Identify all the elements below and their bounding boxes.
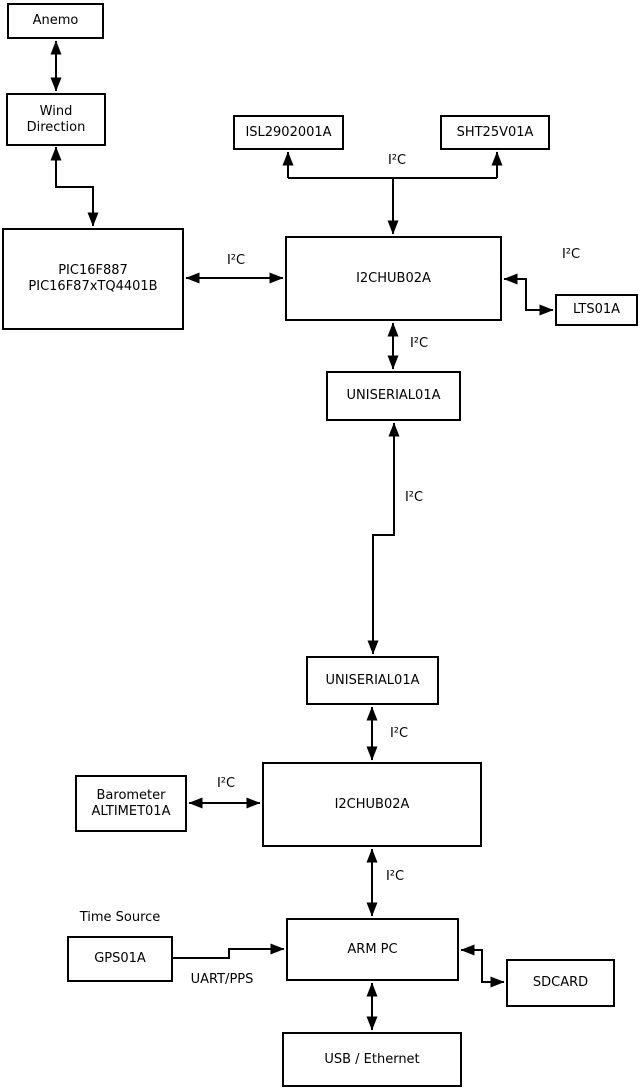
edge-label-i2c-sensors-bus: I²C (387, 153, 407, 168)
node-uniserial01a-2: UNISERIAL01A (306, 656, 439, 705)
node-sdcard: SDCARD (506, 959, 615, 1007)
edge-label-i2c-hub1-uniserial1: I²C (409, 336, 429, 351)
connector-uniserial1-uniserial2 (367, 422, 400, 655)
node-anemo-label: Anemo (32, 13, 79, 28)
node-gps01a: GPS01A (67, 936, 173, 982)
edge-label-i2c-hub1-lts: I²C (561, 247, 581, 262)
node-lts01a: LTS01A (555, 294, 638, 326)
node-arm-pc: ARM PC (286, 918, 459, 981)
node-sdcard-label: SDCARD (532, 975, 589, 990)
node-sht25v01a-label: SHT25V01A (456, 124, 534, 140)
edge-label-i2c-pic-hub1: I²C (226, 253, 246, 268)
node-i2chub02a-2-label: I2CHUB02A (334, 796, 410, 812)
node-lts01a-label: LTS01A (572, 302, 621, 317)
node-wind-direction-label-line2: Direction (26, 119, 86, 135)
connector-armpc-sdcard (460, 944, 505, 988)
edge-label-i2c-barometer-hub2: I²C (216, 776, 236, 791)
node-wind-direction: Wind Direction (6, 93, 106, 146)
node-wind-direction-label-line1: Wind (39, 103, 73, 119)
connector-gps-armpc (173, 943, 285, 959)
connector-i2chub1-lts (503, 273, 554, 316)
node-isl2902001a: ISL2902001A (233, 115, 344, 150)
edge-label-i2c-uniserial1-uniserial2: I²C (404, 490, 424, 505)
node-uniserial01a-1-label: UNISERIAL01A (346, 388, 441, 403)
node-pic16f887-label-line2: PIC16F87xTQ4401B (28, 279, 158, 294)
caption-time-source: Time Source (79, 910, 161, 925)
node-sht25v01a: SHT25V01A (440, 115, 550, 150)
edge-label-uart-pps: UART/PPS (190, 972, 254, 987)
node-gps01a-label: GPS01A (94, 951, 146, 966)
node-arm-pc-label: ARM PC (347, 941, 398, 957)
node-uniserial01a-1: UNISERIAL01A (326, 371, 461, 421)
edge-label-i2c-uniserial2-hub2: I²C (389, 726, 409, 741)
connector-i2chub1-sensors (282, 151, 503, 235)
node-isl2902001a-label: ISL2902001A (245, 124, 332, 140)
node-anemo: Anemo (7, 3, 104, 39)
node-usb-ethernet-label: USB / Ethernet (324, 1051, 420, 1067)
node-i2chub02a-1: I2CHUB02A (285, 236, 502, 321)
node-pic16f887-label-line1: PIC16F887 (58, 263, 128, 278)
node-i2chub02a-2: I2CHUB02A (262, 762, 482, 847)
node-usb-ethernet: USB / Ethernet (282, 1032, 462, 1087)
node-barometer-altimet01a: Barometer ALTIMET01A (75, 775, 187, 832)
node-barometer-label-line1: Barometer (96, 787, 166, 803)
edge-label-i2c-hub2-armpc: I²C (385, 869, 405, 884)
node-uniserial01a-2-label: UNISERIAL01A (325, 672, 420, 688)
node-i2chub02a-1-label: I2CHUB02A (356, 270, 431, 286)
node-pic16f887: PIC16F887 PIC16F87xTQ4401B (2, 228, 184, 330)
connector-winddirection-pic (50, 146, 99, 227)
node-barometer-label-line2: ALTIMET01A (91, 803, 171, 819)
